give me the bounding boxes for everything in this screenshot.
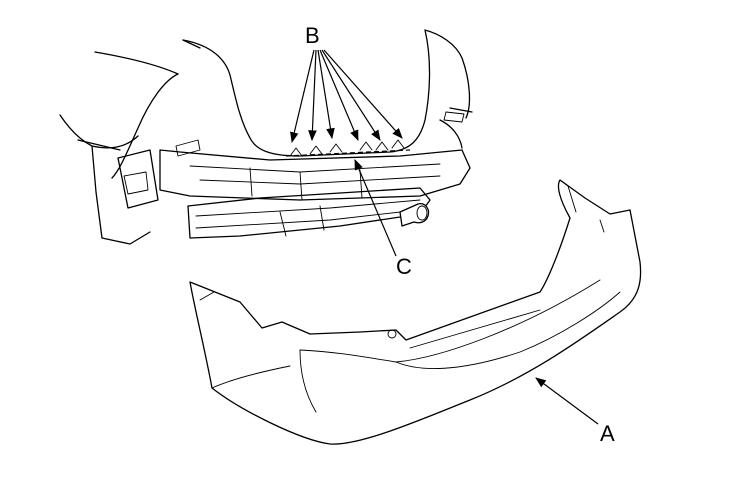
- label-c: C: [396, 254, 412, 279]
- callout-c-leader: [354, 159, 397, 257]
- vehicle-rear-body: [59, 29, 473, 245]
- callout-b-leaders: [290, 49, 403, 144]
- callout-a-leader: [535, 377, 599, 425]
- label-b: B: [305, 23, 320, 48]
- label-a: A: [600, 421, 615, 446]
- rear-bumper-cover: [189, 179, 642, 445]
